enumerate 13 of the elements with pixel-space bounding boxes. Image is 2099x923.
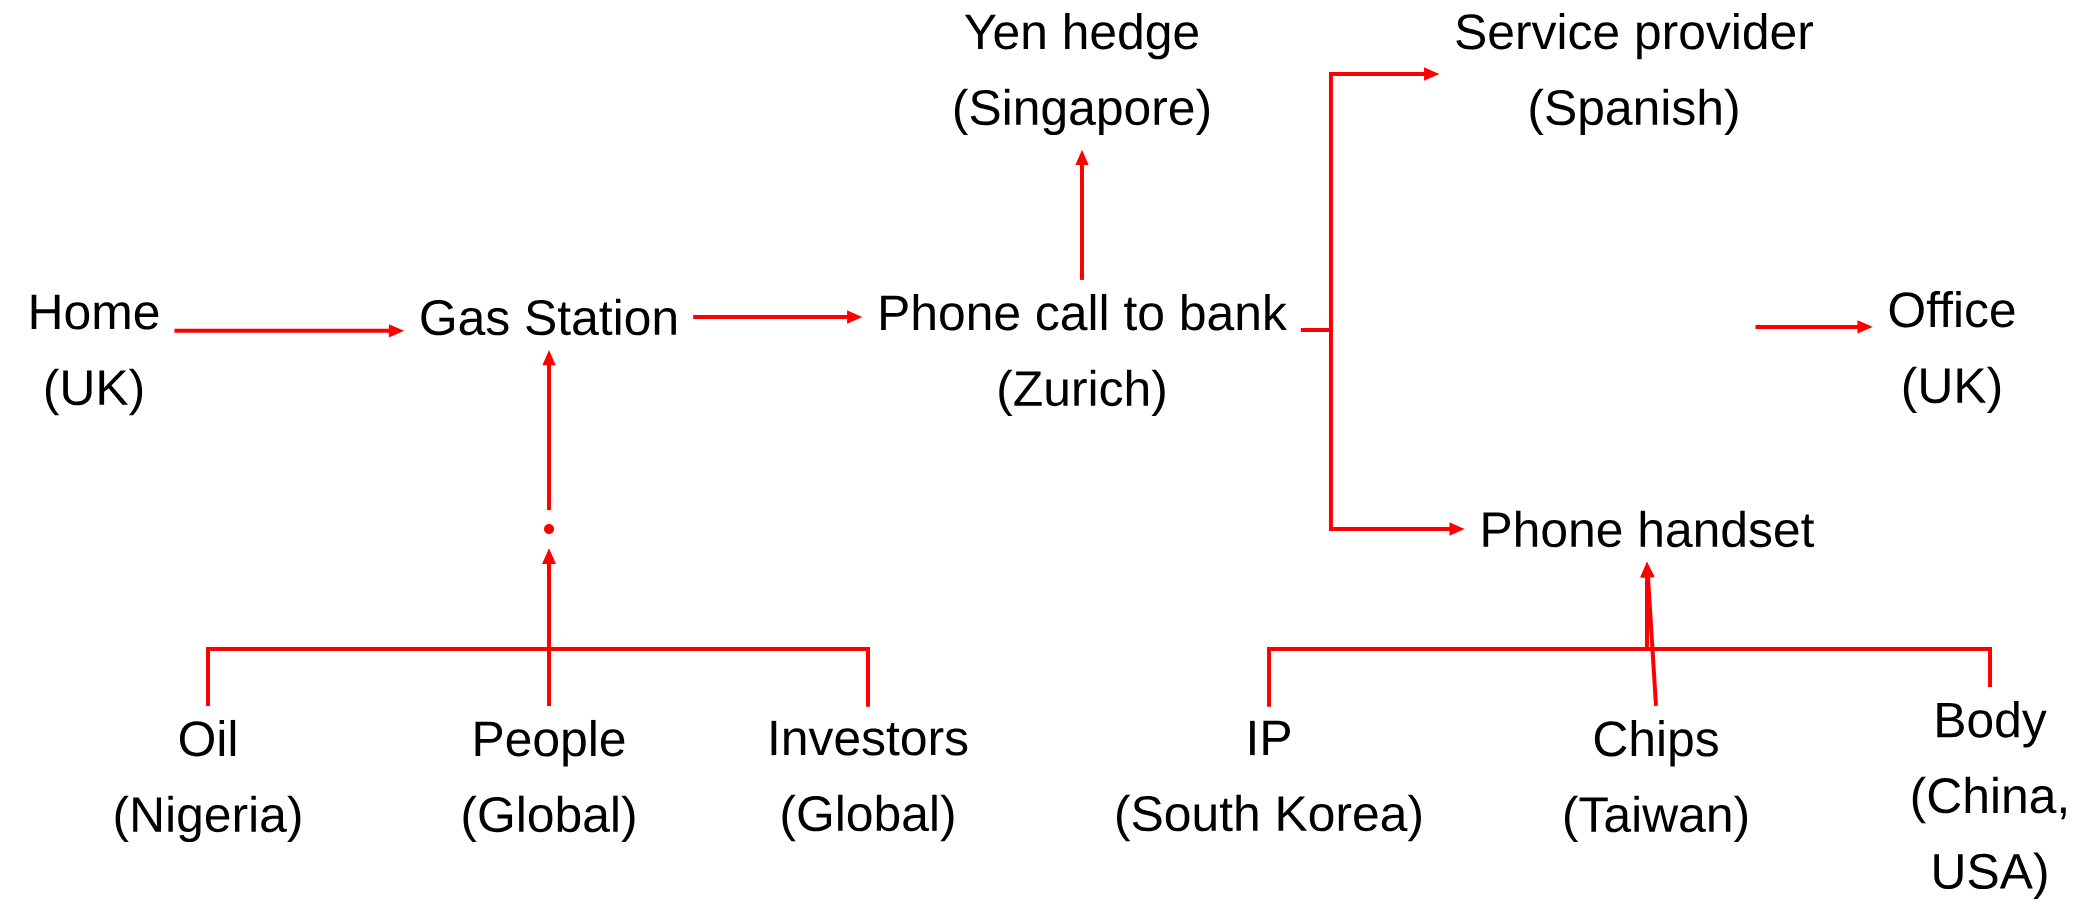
node-label: People (Global) xyxy=(463,719,635,843)
node-label: Yen hedge (Singapore) xyxy=(954,12,1209,136)
node-label: Investors (Global) xyxy=(771,720,968,842)
node-label: Gas Station xyxy=(421,298,676,336)
node-label: Oil (Nigeria) xyxy=(115,719,301,843)
node-label: Body (China, USA) xyxy=(1912,701,2066,899)
node-label: Phone handset xyxy=(1483,510,1815,548)
node-label: Home (UK) xyxy=(31,294,159,416)
node-label: Office (UK) xyxy=(1889,290,2015,414)
node-label: IP (South Korea) xyxy=(1117,720,1421,842)
node-label: Service provider (Spanish) xyxy=(1456,12,1814,136)
node-label: Phone call to bank (Zurich) xyxy=(881,293,1287,417)
node-label: Chips (Taiwan) xyxy=(1565,719,1748,843)
